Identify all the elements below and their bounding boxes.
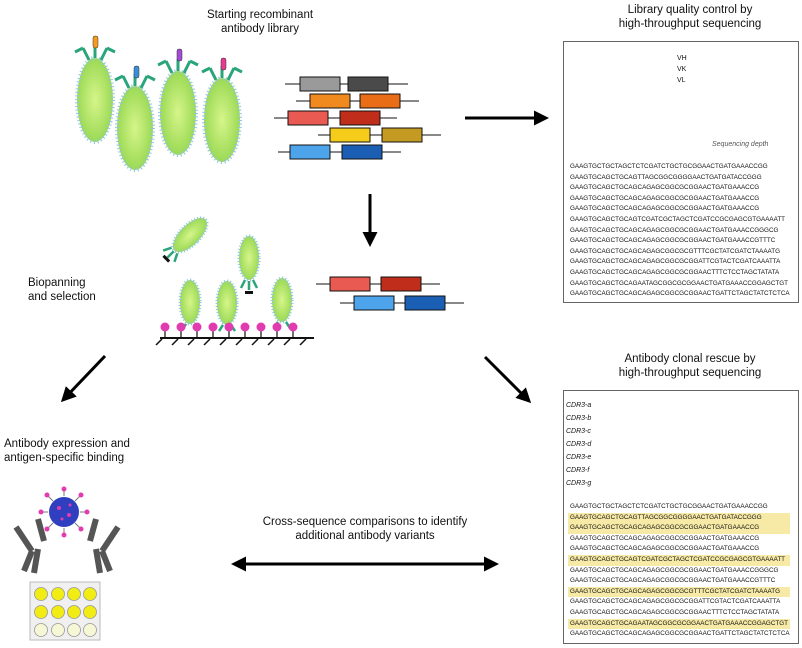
- rescue-sequence-row: GAAGTGCAGCTGCAGCAGAGCGGCGCGGAACTGATGAAAC…: [570, 577, 776, 585]
- rescue-sequence-row: GAAGTGCAGCTGCAGCAGAGCGGCGCGGAACTTTCTCCTA…: [570, 608, 780, 616]
- phage-particle: [157, 48, 199, 157]
- qc-sequence-row: GAAGTGCAGCTGCAGAATAGCGGCGCGGAACTGATGAAAC…: [570, 279, 788, 287]
- phage-particle: [74, 35, 116, 144]
- qc-sequence-row: GAAGTGCAGCTGCAGCAGAGCGGCGCGGATTCGTACTCGA…: [570, 258, 781, 266]
- rescue-sequence-row: GAAGTGCAGCTGCAGCAGAGCGGCGCGGAACTGATTCTAG…: [570, 630, 790, 638]
- qc-sequence-row: GAAGTGCTGCTAGCTCTCGATCTGCTGCGGAACTGATGAA…: [570, 163, 768, 170]
- cdr3-label: CDR3-b: [566, 415, 592, 422]
- library-gene-segments: [274, 76, 441, 160]
- qc-sequence-row: GAAGTGCAGCTGCAGCAGAGCGGCGCGGAACTGATGAAAC…: [570, 184, 760, 192]
- elisa-plate: [29, 581, 101, 641]
- cdr3-label: CDR3-g: [566, 480, 592, 487]
- legend-vh: VH: [677, 55, 687, 62]
- legend-vl: VL: [677, 77, 686, 84]
- arrows: [60, 110, 549, 572]
- rescue-sequence-row: GAAGTGCAGCTGCAGCAGAGCGGCGCGGAACTGATGAAAC…: [568, 523, 790, 534]
- rescue-sequence-row: GAAGTGCAGCTGCAGCAGAGCGGCGCGGAACTGATGAAAC…: [570, 566, 779, 574]
- rescue-sequence-row: GAAGTGCAGCTGCAGAATAGCGGCGCGGAACTGATGAAAC…: [568, 618, 790, 630]
- cdr3-label: CDR3-d: [566, 441, 592, 448]
- rescue-sequence-row: GAAGTGCTGCTAGCTCTCGATCTGCTGCGGAACTGATGAA…: [570, 503, 768, 510]
- cdr3-label: CDR3-a: [566, 402, 592, 409]
- phage-library: [74, 35, 243, 172]
- qc-sequence-row: GAAGTGCAGCTGCAGCAGAGCGGCGCGGAACTGATGAAAC…: [570, 205, 760, 213]
- qc-sequence-row: GAAGTGCAGCTGCAGCAGAGCGGCGCGGAACTGATGAAAC…: [570, 194, 760, 202]
- qc-sequence-list: GAAGTGCTGCTAGCTCTCGATCTGCTGCGGAACTGATGAA…: [568, 162, 790, 300]
- rescue-sequence-list: GAAGTGCTGCTAGCTCTCGATCTGCTGCGGAACTGATGAA…: [568, 502, 790, 640]
- antibody-right: [87, 518, 121, 574]
- cdr3-label: CDR3-f: [566, 467, 590, 474]
- biopanning-scene: [155, 216, 314, 346]
- legend-vk: VK: [677, 66, 687, 73]
- antibody-left: [13, 518, 47, 574]
- rescue-sequence-row: GAAGTGCAGCTGCAGTTAGCGGCGGGGAACTGATGATACC…: [568, 512, 790, 524]
- arrow-to-expression: [60, 354, 107, 403]
- qc-legend: VH VK VL: [677, 53, 687, 86]
- phage-particle: [114, 65, 156, 172]
- depth-axis-label: Sequencing depth: [712, 141, 769, 148]
- rescue-sequence-row: GAAGTGCAGCTGCAGCAGAGCGGCGCGTTTCGCTATCGAT…: [568, 586, 790, 598]
- rescue-sequence-row: GAAGTGCAGCTGCAGCAGAGCGGCGCGGAACTGATGAAAC…: [570, 545, 760, 553]
- virus-antigen: [38, 486, 90, 538]
- cdr3-label: CDR3-c: [566, 428, 591, 435]
- arrow-to-rescue: [483, 355, 532, 404]
- qc-sequence-row: GAAGTGCAGCTGCAGCAGAGCGGCGCGGAACTGATGAAAC…: [570, 226, 779, 234]
- qc-sequence-row: GAAGTGCAGCTGCAGCAGAGCGGCGCGTTTCGCTATCGAT…: [570, 247, 781, 255]
- rescue-sequence-row: GAAGTGCAGCTGCAGCAGAGCGGCGCGGATTCGTACTCGA…: [570, 598, 781, 606]
- qc-sequence-row: GAAGTGCAGCTGCAGCAGAGCGGCGCGGAACTTTCTCCTA…: [570, 268, 780, 276]
- qc-sequence-row: GAAGTGCAGCTGCAGTTAGCGGCGGGGAACTGATGATACC…: [570, 173, 762, 181]
- selected-gene-segments: [316, 276, 464, 311]
- qc-panel: [563, 41, 799, 303]
- phage-particle: [201, 57, 243, 164]
- qc-sequence-row: GAAGTGCAGCTGCAGCAGAGCGGCGCGGAACTGATTCTAG…: [570, 290, 790, 298]
- qc-sequence-row: GAAGTGCAGCTGCAGCAGAGCGGCGCGGAACTGATGAAAC…: [570, 237, 776, 245]
- qc-sequence-row: GAAGTGCAGCTGCAGTCGATCGCTAGCTCGATCCGCGAGC…: [570, 215, 786, 223]
- rescue-sequence-row: GAAGTGCAGCTGCAGCAGAGCGGCGCGGAACTGATGAAAC…: [570, 534, 760, 542]
- rescue-sequence-row: GAAGTGCAGCTGCAGTCGATCGCTAGCTCGATCCGCGAGC…: [568, 554, 790, 566]
- expression-scene: [13, 486, 121, 641]
- cdr3-label: CDR3-e: [566, 454, 592, 461]
